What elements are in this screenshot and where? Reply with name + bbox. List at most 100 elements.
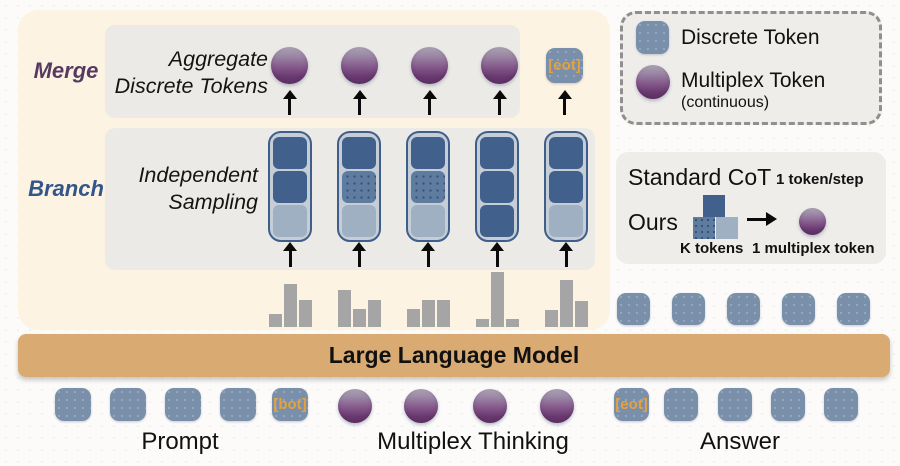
branch-arrows	[268, 242, 588, 267]
discrete-token-icon	[55, 388, 91, 421]
eot-token-label: [eot]	[548, 57, 581, 74]
histogram-bar	[268, 314, 282, 327]
dark-token-cell	[480, 204, 514, 237]
comparison-panel: Standard CoT 1 token/step Ours K tokens …	[616, 152, 886, 264]
branch-column	[268, 131, 312, 242]
dark-token-cell	[273, 170, 307, 203]
histogram-bar	[544, 310, 558, 327]
histogram-bar	[406, 309, 420, 327]
merge-title-line1: Aggregate	[168, 47, 268, 71]
branch-column	[406, 131, 450, 242]
multiplex-token-icon	[338, 389, 372, 423]
multiplex-token-icon	[481, 47, 518, 84]
multiplex-token-row	[271, 47, 518, 115]
arrow-up-icon	[557, 90, 572, 115]
arrow-up-icon	[422, 90, 437, 115]
histogram	[475, 272, 519, 327]
histogram-bar	[475, 319, 489, 327]
multiplex-token-item	[271, 47, 308, 115]
multiplex-token-icon	[271, 47, 308, 84]
histogram-bar	[559, 280, 573, 327]
histogram	[268, 284, 312, 327]
prompt-label: Prompt	[141, 428, 219, 455]
light-token-cell	[411, 204, 445, 237]
branch-column	[337, 131, 381, 242]
arrow-slot	[337, 242, 381, 267]
multiplex-token-icon	[341, 47, 378, 84]
merge-box	[105, 25, 520, 118]
eot-token: [eot]	[614, 388, 649, 421]
discrete-token-icon	[636, 21, 669, 54]
discrete-token-icon	[617, 293, 650, 325]
discrete-token-icon	[727, 293, 760, 325]
histogram-bar	[574, 301, 588, 327]
discrete-token-icon	[703, 195, 725, 217]
histogram-bar	[421, 300, 435, 327]
arrow-slot	[475, 242, 519, 267]
dark-token-cell	[342, 136, 376, 169]
arrow-right-icon	[747, 212, 777, 226]
histogram-bar	[490, 272, 504, 327]
arrow-up-icon	[352, 242, 366, 267]
llm-bar-label: Large Language Model	[328, 342, 580, 368]
discrete-token-icon	[716, 217, 738, 239]
multiplex-thinking-label: Multiplex Thinking	[377, 428, 569, 455]
dotted-token-cell	[342, 170, 376, 203]
dark-token-cell	[411, 136, 445, 169]
arrow-up-icon	[490, 242, 504, 267]
histogram-bar	[505, 319, 519, 327]
branch-box-title: Independent Sampling	[110, 162, 258, 216]
branch-label: Branch	[28, 176, 104, 201]
discrete-token-icon	[672, 293, 705, 325]
discrete-token-icon	[771, 388, 805, 421]
discrete-token-icon	[837, 293, 870, 325]
arrow-slot	[544, 242, 588, 267]
light-token-cell	[273, 204, 307, 237]
multiplex-token-icon	[799, 208, 826, 235]
discrete-token-icon	[782, 293, 815, 325]
histogram-bar	[352, 309, 366, 327]
dark-token-cell	[549, 136, 583, 169]
merge-box-title: Aggregate Discrete Tokens	[110, 46, 268, 100]
probability-histograms	[268, 270, 588, 327]
multiplex-token-icon	[404, 389, 438, 423]
multiplex-token-icon	[411, 47, 448, 84]
arrow-slot	[406, 242, 450, 267]
dark-token-cell	[549, 170, 583, 203]
llm-bar: Large Language Model	[18, 334, 890, 377]
standard-cot-label: Standard CoT	[628, 164, 772, 190]
dark-token-cell	[480, 170, 514, 203]
legend-discrete-label: Discrete Token	[681, 26, 820, 49]
arrow-up-icon	[352, 90, 367, 115]
multiplex-token-item	[411, 47, 448, 115]
light-token-cell	[342, 204, 376, 237]
multiplex-token-icon	[540, 389, 574, 423]
branch-column	[475, 131, 519, 242]
branch-column	[544, 131, 588, 242]
histogram	[544, 280, 588, 327]
histogram	[337, 290, 381, 327]
eot-token-label: [eot]	[615, 396, 648, 413]
dark-token-cell	[480, 136, 514, 169]
answer-label: Answer	[699, 428, 781, 455]
legend-multiplex-sub: (continuous)	[681, 94, 770, 111]
discrete-token-icon	[110, 388, 146, 421]
histogram-bar	[337, 290, 351, 327]
k-tokens-cluster	[693, 195, 739, 239]
multiplex-token-icon	[636, 65, 670, 99]
dark-token-cell	[273, 136, 307, 169]
bot-token: [bot]	[272, 388, 308, 421]
histogram-bar	[298, 300, 312, 327]
k-tokens-label: K tokens	[680, 240, 744, 257]
eot-token: [eot]	[546, 48, 583, 83]
histogram-bar	[283, 284, 297, 327]
answer-output-tokens	[617, 293, 870, 325]
ours-label: Ours	[628, 209, 678, 235]
branch-columns	[268, 131, 588, 242]
discrete-token-icon	[664, 388, 698, 421]
discrete-token-icon	[824, 388, 858, 421]
legend-multiplex-label: Multiplex Token	[681, 69, 826, 92]
arrow-up-icon	[282, 90, 297, 115]
arrow-up-icon	[283, 242, 297, 267]
